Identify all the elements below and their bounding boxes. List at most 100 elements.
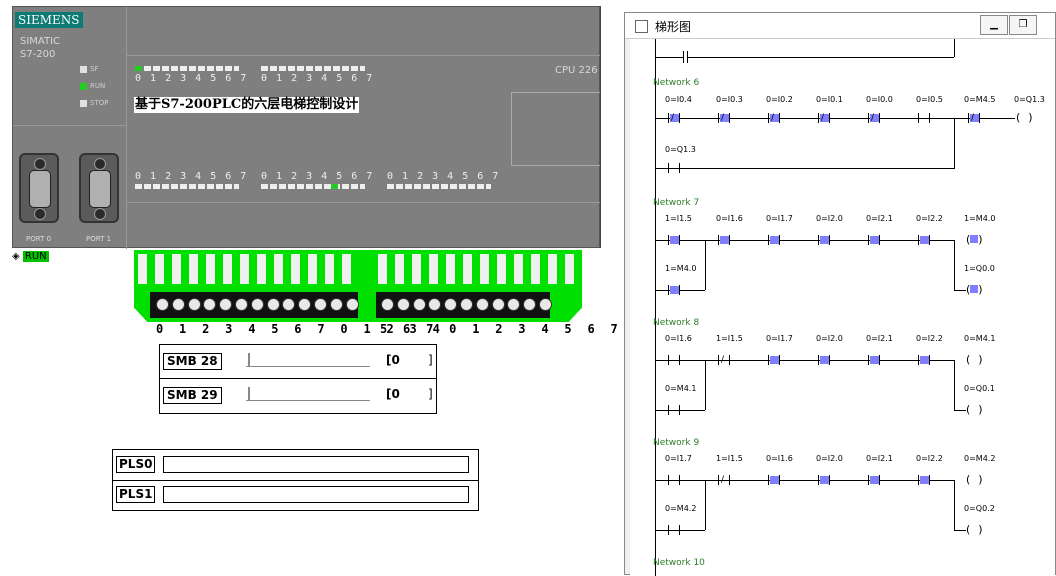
- rung-wire: [954, 410, 966, 411]
- coil-icon[interactable]: (): [966, 283, 983, 296]
- rung-wire: [954, 240, 955, 290]
- coil-icon[interactable]: (): [966, 233, 983, 246]
- model-label: SIMATIC S7-200: [20, 35, 60, 61]
- contact-icon[interactable]: [768, 355, 780, 365]
- contact-address: 0=I2.2: [916, 334, 943, 343]
- network-label: Network 8: [653, 318, 700, 328]
- plc-module: SIEMENS SIMATIC S7-200 SF RUN STOP PORT …: [12, 6, 601, 249]
- contact-icon[interactable]: [918, 113, 930, 123]
- smb29-slider-thumb[interactable]: [248, 387, 250, 401]
- restore-button[interactable]: ❐: [1009, 15, 1037, 35]
- terminal-screw: [250, 298, 264, 311]
- divider: [126, 7, 127, 249]
- smb28-value[interactable]: [0: [386, 353, 400, 367]
- contact-address: 0=I1.7: [766, 214, 793, 223]
- network-label: Network 7: [653, 198, 700, 208]
- cpu-label: CPU 226: [555, 65, 598, 76]
- contact-icon[interactable]: /: [718, 113, 730, 123]
- contact-address: 0=I2.0: [816, 454, 843, 463]
- contact-icon[interactable]: [768, 235, 780, 245]
- contact-address: 0=I0.2: [766, 95, 793, 104]
- port0-label: PORT 0: [26, 235, 52, 243]
- terminal-numbers-right: 5 6 7 0 1 2 3 4 5 6 7: [380, 322, 623, 336]
- contact-icon[interactable]: [668, 285, 680, 295]
- contact-icon[interactable]: [868, 355, 880, 365]
- rung-wire: [954, 480, 955, 530]
- coil-icon[interactable]: (): [1016, 111, 1033, 124]
- rung-wire: [705, 240, 706, 290]
- rung-wire: [655, 118, 1015, 119]
- smb29-value[interactable]: [0: [386, 387, 400, 401]
- contact-icon[interactable]: /: [818, 113, 830, 123]
- terminal-screw: [460, 298, 473, 311]
- rung-wire: [655, 240, 955, 241]
- terminal-screw: [381, 298, 394, 311]
- minimize-button[interactable]: ▁: [980, 15, 1008, 35]
- contact-address: 0=I2.1: [866, 214, 893, 223]
- contact-icon[interactable]: /: [868, 113, 880, 123]
- contact-icon[interactable]: /: [968, 113, 980, 123]
- pls1-field[interactable]: [163, 486, 469, 503]
- contact-icon[interactable]: [818, 475, 830, 485]
- restore-icon: ❐: [1018, 19, 1028, 30]
- contact-icon[interactable]: [668, 405, 680, 415]
- terminal-screw: [187, 298, 201, 311]
- rung-wire: [655, 360, 955, 361]
- contact-icon[interactable]: [868, 235, 880, 245]
- smb29-slider[interactable]: [246, 400, 370, 401]
- input-digits-1: 0 1 2 3 4 5 6 7: [261, 73, 374, 84]
- rung-wire: [954, 290, 966, 291]
- network-label: Network 6: [653, 78, 700, 88]
- contact-icon[interactable]: /: [768, 113, 780, 123]
- contact-icon[interactable]: [718, 235, 730, 245]
- contact-icon[interactable]: [918, 475, 930, 485]
- contact-address: 0=I0.4: [665, 95, 692, 104]
- coil-icon[interactable]: (): [966, 473, 983, 486]
- contact-icon[interactable]: [818, 235, 830, 245]
- terminal-screw: [298, 298, 312, 311]
- contact-address: 0=I1.6: [766, 454, 793, 463]
- contact-address: 0=M4.1: [665, 384, 697, 393]
- contact-icon[interactable]: /: [718, 355, 730, 365]
- contact-icon[interactable]: /: [718, 475, 730, 485]
- network-label: Network 10: [653, 558, 705, 568]
- contact-icon[interactable]: [818, 355, 830, 365]
- contact-icon[interactable]: [668, 235, 680, 245]
- output-led-bank-0: [135, 184, 239, 189]
- terminal-screw: [345, 298, 359, 311]
- rung-wire: [655, 39, 656, 576]
- pls0-field[interactable]: [163, 456, 469, 473]
- contact-address: 1=M4.0: [665, 264, 697, 273]
- input-digits-0: 0 1 2 3 4 5 6 7: [135, 73, 248, 84]
- run-mode-icon: ◈: [12, 251, 20, 262]
- contact-address: 0=M4.2: [665, 504, 697, 513]
- smb28-slider-thumb[interactable]: [248, 353, 250, 367]
- contact-icon[interactable]: /: [668, 113, 680, 123]
- contact-address: 0=I0.5: [916, 95, 943, 104]
- coil-icon[interactable]: (): [966, 403, 983, 416]
- contact-icon[interactable]: [868, 475, 880, 485]
- contact-icon[interactable]: [668, 355, 680, 365]
- ladder-titlebar[interactable]: 梯形图 ▁ ❐: [625, 13, 1055, 39]
- divider: [126, 55, 601, 56]
- contact-icon[interactable]: [668, 163, 680, 173]
- coil-icon[interactable]: (): [966, 523, 983, 536]
- smb28-slider[interactable]: [246, 366, 370, 367]
- contact-icon[interactable]: [768, 475, 780, 485]
- rung-wire: [954, 530, 966, 531]
- contact-address: 1=I1.5: [716, 454, 743, 463]
- input-terminal-strip: [134, 250, 582, 322]
- smb29-label: SMB 29: [163, 387, 222, 404]
- run-indicator[interactable]: ◈ RUN: [12, 251, 49, 262]
- contact-icon[interactable]: [668, 475, 680, 485]
- rung-wire: [655, 530, 705, 531]
- project-title: 基于S7-200PLC的六层电梯控制设计: [134, 97, 360, 113]
- terminal-screw: [428, 298, 442, 311]
- contact-icon[interactable]: [668, 525, 680, 535]
- contact-icon[interactable]: [918, 355, 930, 365]
- contact-icon[interactable]: [918, 235, 930, 245]
- coil-icon[interactable]: (): [966, 353, 983, 366]
- rung-wire: [705, 360, 706, 410]
